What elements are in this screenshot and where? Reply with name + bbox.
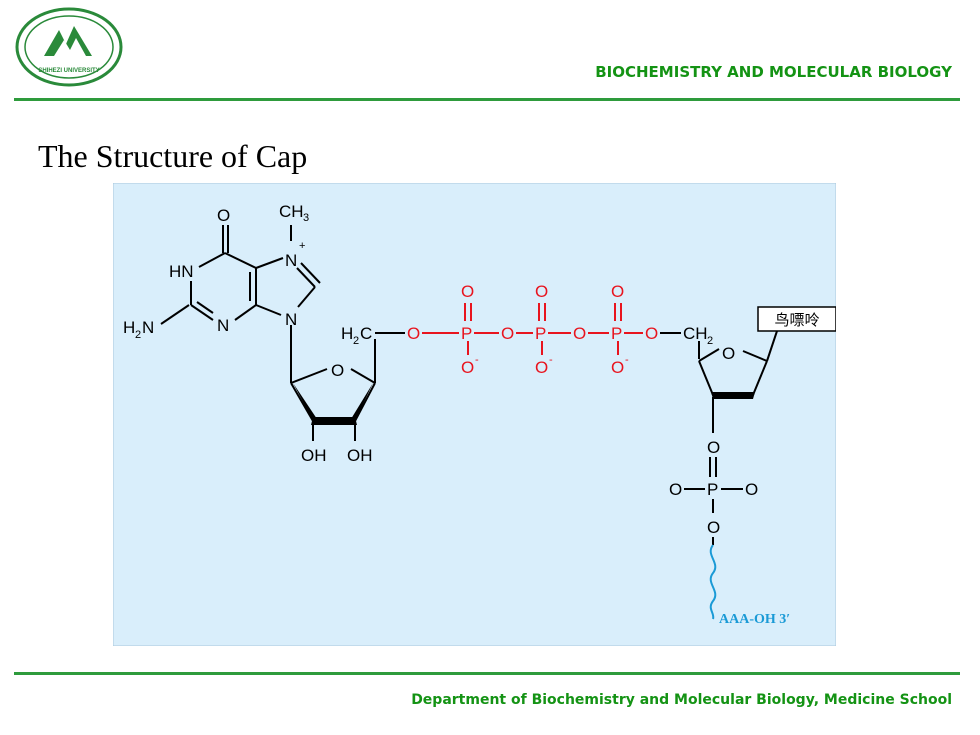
cap-structure-diagram: O CH 3 HN N + H 2 N N N O OH OH H 2 C O … xyxy=(113,183,836,646)
header-title: BIOCHEMISTRY AND MOLECULAR BIOLOGY xyxy=(595,63,952,81)
header-divider xyxy=(14,98,960,101)
atom-ch3-sub: 3 xyxy=(303,212,309,224)
atom-p-gamma: P xyxy=(611,324,622,343)
atom-o-bot-3: O xyxy=(611,358,624,377)
atom-oh-3: OH xyxy=(347,446,373,465)
ribose-left: O OH OH xyxy=(290,339,376,465)
atom-h2c-h: H xyxy=(341,324,353,343)
atom-h2c-c: C xyxy=(360,324,372,343)
atom-o-link-2: O xyxy=(501,324,514,343)
atom-o5: O xyxy=(707,518,720,537)
atom-ch2: CH xyxy=(683,324,708,343)
atom-o3: O xyxy=(707,438,720,457)
atom-plus: + xyxy=(299,240,305,252)
atom-n9: N xyxy=(285,310,297,329)
atom-h2n-h: H xyxy=(123,318,135,337)
atom-h2n-n: N xyxy=(142,318,154,337)
slide-title: The Structure of Cap xyxy=(38,138,308,174)
atom-n3: N xyxy=(217,316,229,335)
atom-o-bot-1: O xyxy=(461,358,474,377)
atom-h2c-sub: 2 xyxy=(353,335,359,347)
atom-oh-2: OH xyxy=(301,446,327,465)
minus-2: - xyxy=(549,354,553,366)
atom-p-3: P xyxy=(707,480,718,499)
atom-p-beta: P xyxy=(535,324,546,343)
minus-1: - xyxy=(475,354,479,366)
atom-o-top-2: O xyxy=(535,282,548,301)
atom-n7: N xyxy=(285,251,297,270)
triphosphate-bridge: H 2 C O P O P O P O O O O O - O - xyxy=(341,282,713,377)
atom-o-right: O xyxy=(745,480,758,499)
minus-3: - xyxy=(625,354,629,366)
atom-p-alpha: P xyxy=(461,324,472,343)
atom-o-link-3: O xyxy=(573,324,586,343)
atom-h2n-sub: 2 xyxy=(135,329,141,341)
footer-divider xyxy=(14,672,960,675)
atom-o-link-4: O xyxy=(645,324,658,343)
footer-text: Department of Biochemistry and Molecular… xyxy=(411,692,952,708)
atom-ring-o: O xyxy=(331,361,344,380)
atom-hn: HN xyxy=(169,262,194,281)
atom-o-link-1: O xyxy=(407,324,420,343)
atom-ch2-sub: 2 xyxy=(707,335,713,347)
svg-text:SHIHEZI UNIVERSITY: SHIHEZI UNIVERSITY xyxy=(38,68,99,74)
atom-ring-o-2: O xyxy=(722,344,735,363)
atom-o-top-3: O xyxy=(611,282,624,301)
guanine-box-label: 鸟嘌呤 xyxy=(774,311,819,329)
second-nucleotide: 鸟嘌呤 O O P O O O AAA-OH 3′ xyxy=(669,306,836,627)
methylguanine-base: O CH 3 HN N + H 2 N N N xyxy=(123,202,321,383)
university-logo: SHIHEZI UNIVERSITY xyxy=(15,7,123,87)
atom-o-top-1: O xyxy=(461,282,474,301)
atom-o: O xyxy=(217,206,230,225)
atom-o-left: O xyxy=(669,480,682,499)
atom-ch3: CH xyxy=(279,202,304,221)
atom-o-bot-2: O xyxy=(535,358,548,377)
poly-a-tail-label: AAA-OH 3′ xyxy=(719,612,790,627)
